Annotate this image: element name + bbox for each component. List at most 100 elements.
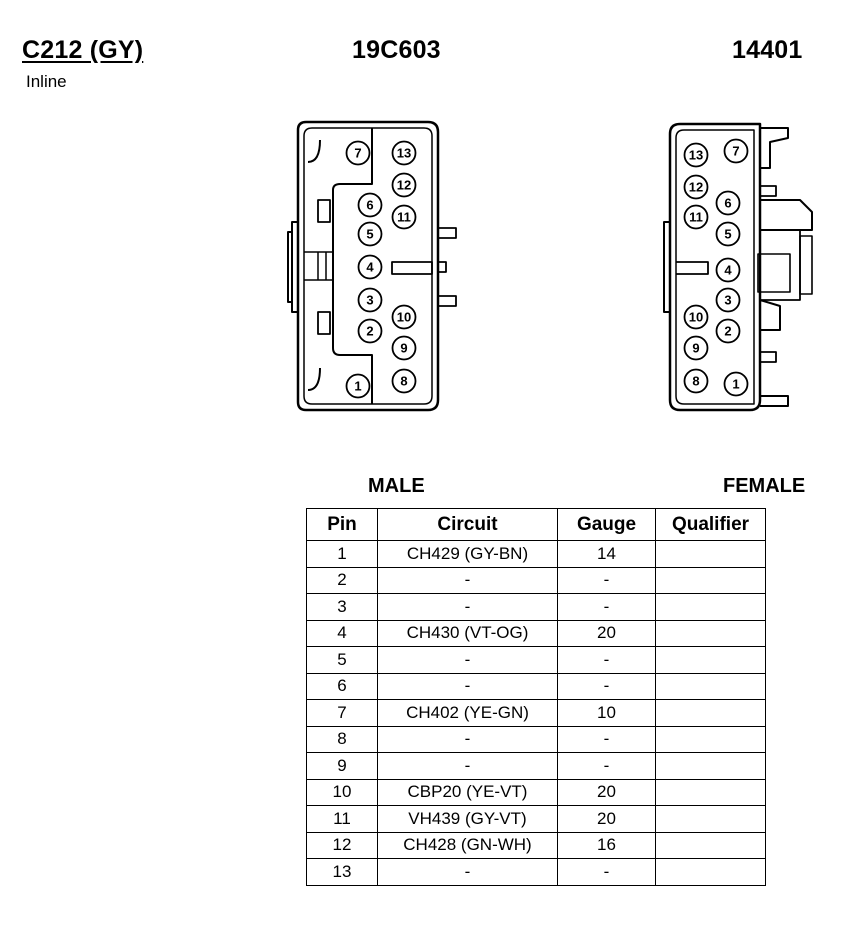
table-row: 8-- <box>306 725 766 753</box>
connector-id: C212 (GY) <box>22 36 144 64</box>
male-pin-label: 5 <box>366 227 373 242</box>
male-pin-label: 9 <box>400 341 407 356</box>
male-pin-cavities <box>345 140 417 399</box>
circuit-cell: CH402 (YE-GN) <box>377 699 558 727</box>
qualifier-cell <box>655 831 766 859</box>
qualifier-cell <box>655 566 766 594</box>
gauge-cell: - <box>557 646 656 674</box>
gauge-cell: 10 <box>557 699 656 727</box>
pin-cell: 8 <box>306 725 378 753</box>
table-header-row: Pin Circuit Gauge Qualifier <box>306 508 766 541</box>
pin-cell: 12 <box>306 831 378 859</box>
circuit-cell: - <box>377 672 558 700</box>
male-pin-label: 3 <box>366 293 373 308</box>
female-pin-cavities <box>683 138 749 397</box>
gauge-cell: 14 <box>557 540 656 568</box>
circuit-cell: - <box>377 858 558 886</box>
pin-cell: 2 <box>306 566 378 594</box>
qualifier-cell <box>655 619 766 647</box>
column-header-pin: Pin <box>306 508 378 541</box>
male-connector-diagram: 1 2 3 4 5 6 7 8 9 10 11 12 13 <box>287 120 457 412</box>
gauge-cell: - <box>557 566 656 594</box>
gauge-cell: 20 <box>557 805 656 833</box>
part-number-1: 19C603 <box>352 36 441 64</box>
part-number-2: 14401 <box>732 36 803 64</box>
gauge-cell: 16 <box>557 831 656 859</box>
circuit-cell: - <box>377 566 558 594</box>
pin-cell: 1 <box>306 540 378 568</box>
qualifier-cell <box>655 778 766 806</box>
qualifier-cell <box>655 752 766 780</box>
female-pin-label: 6 <box>724 196 731 211</box>
male-pin-label: 4 <box>366 260 374 275</box>
female-pin-label: 10 <box>689 310 703 325</box>
table-row: 6-- <box>306 672 766 700</box>
male-pin-label: 10 <box>397 310 411 325</box>
circuit-cell: - <box>377 752 558 780</box>
connector-type: Inline <box>26 72 67 91</box>
table-row: 9-- <box>306 752 766 780</box>
qualifier-cell <box>655 672 766 700</box>
female-pin-label: 1 <box>732 377 739 392</box>
qualifier-cell <box>655 699 766 727</box>
female-pin-label: 8 <box>692 374 699 389</box>
column-header-gauge: Gauge <box>557 508 656 541</box>
table-row: 13-- <box>306 858 766 886</box>
gauge-cell: - <box>557 858 656 886</box>
gauge-cell: - <box>557 672 656 700</box>
table-row: 5-- <box>306 646 766 674</box>
female-pin-label: 2 <box>724 324 731 339</box>
circuit-cell: CH428 (GN-WH) <box>377 831 558 859</box>
female-pin-label: 12 <box>689 180 703 195</box>
pin-cell: 6 <box>306 672 378 700</box>
male-pin-label: 1 <box>354 379 361 394</box>
gauge-cell: - <box>557 725 656 753</box>
pin-cell: 7 <box>306 699 378 727</box>
circuit-cell: CBP20 (YE-VT) <box>377 778 558 806</box>
pin-cell: 5 <box>306 646 378 674</box>
male-pin-label: 7 <box>354 146 361 161</box>
qualifier-cell <box>655 805 766 833</box>
female-pin-label: 5 <box>724 227 731 242</box>
column-header-circuit: Circuit <box>377 508 558 541</box>
circuit-cell: VH439 (GY-VT) <box>377 805 558 833</box>
column-header-qualifier: Qualifier <box>655 508 766 541</box>
male-pin-label: 8 <box>400 374 407 389</box>
pin-cell: 3 <box>306 593 378 621</box>
female-pin-label: 4 <box>724 263 732 278</box>
qualifier-cell <box>655 858 766 886</box>
gauge-cell: - <box>557 593 656 621</box>
female-pin-label: 3 <box>724 293 731 308</box>
circuit-cell: - <box>377 646 558 674</box>
male-pin-label: 12 <box>397 178 411 193</box>
pin-cell: 10 <box>306 778 378 806</box>
female-pin-label: 11 <box>689 210 703 225</box>
qualifier-cell <box>655 540 766 568</box>
table-row: 2-- <box>306 566 766 594</box>
pin-cell: 13 <box>306 858 378 886</box>
circuit-cell: - <box>377 725 558 753</box>
circuit-cell: CH430 (VT-OG) <box>377 619 558 647</box>
gauge-cell: - <box>557 752 656 780</box>
circuit-cell: - <box>377 593 558 621</box>
pin-cell: 11 <box>306 805 378 833</box>
female-connector-diagram: 1 2 3 4 5 6 7 8 9 10 11 12 13 <box>663 122 813 412</box>
male-view-label: MALE <box>368 475 425 497</box>
male-pin-label: 6 <box>366 198 373 213</box>
qualifier-cell <box>655 725 766 753</box>
female-pin-label: 13 <box>689 148 703 163</box>
pin-cell: 4 <box>306 619 378 647</box>
pin-cell: 9 <box>306 752 378 780</box>
gauge-cell: 20 <box>557 619 656 647</box>
gauge-cell: 20 <box>557 778 656 806</box>
male-pin-label: 11 <box>397 210 411 225</box>
female-pin-label: 9 <box>692 341 699 356</box>
circuit-cell: CH429 (GY-BN) <box>377 540 558 568</box>
female-pin-label: 7 <box>732 144 739 159</box>
